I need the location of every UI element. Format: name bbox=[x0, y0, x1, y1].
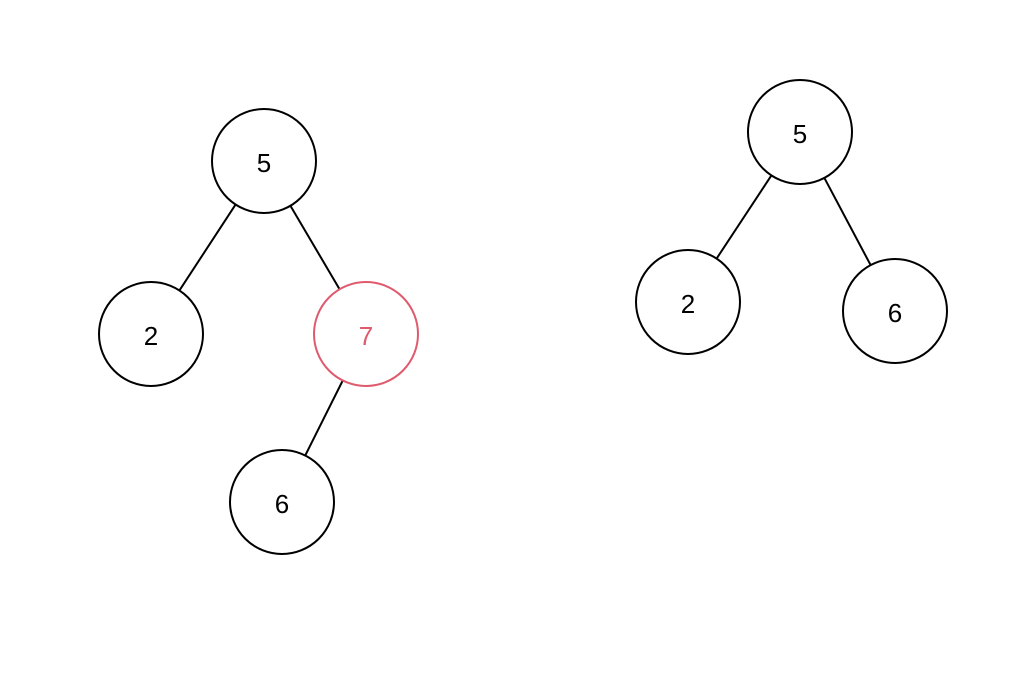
tree-before-deletion: 5 2 7 6 bbox=[98, 108, 419, 555]
node-label: 5 bbox=[257, 148, 271, 178]
edge-b5-b2 bbox=[715, 174, 773, 260]
tree-after-deletion: 5 2 6 bbox=[635, 79, 948, 364]
node-label: 2 bbox=[681, 289, 695, 319]
tree-node-b5: 5 bbox=[747, 79, 853, 185]
edge-a5-a2 bbox=[178, 203, 237, 292]
tree-node-b2: 2 bbox=[635, 249, 741, 355]
node-label: 5 bbox=[793, 119, 807, 149]
tree-node-b6: 6 bbox=[842, 258, 948, 364]
tree-node-a7: 7 bbox=[313, 281, 419, 387]
node-circle bbox=[635, 249, 741, 355]
node-circle bbox=[747, 79, 853, 185]
tree-node-a2: 2 bbox=[98, 281, 204, 387]
node-circle bbox=[313, 281, 419, 387]
tree-node-a5: 5 bbox=[211, 108, 317, 214]
node-label: 2 bbox=[144, 321, 158, 351]
edge-b5-b6 bbox=[823, 177, 872, 266]
node-label: 7 bbox=[359, 321, 373, 351]
edge-a5-a7 bbox=[289, 205, 341, 290]
node-circle bbox=[98, 281, 204, 387]
node-label: 6 bbox=[275, 489, 289, 519]
edge-a7-a6 bbox=[304, 380, 344, 456]
node-circle bbox=[842, 258, 948, 364]
tree-node-a6: 6 bbox=[229, 449, 335, 555]
node-label: 6 bbox=[888, 298, 902, 328]
node-circle bbox=[229, 449, 335, 555]
node-circle bbox=[211, 108, 317, 214]
